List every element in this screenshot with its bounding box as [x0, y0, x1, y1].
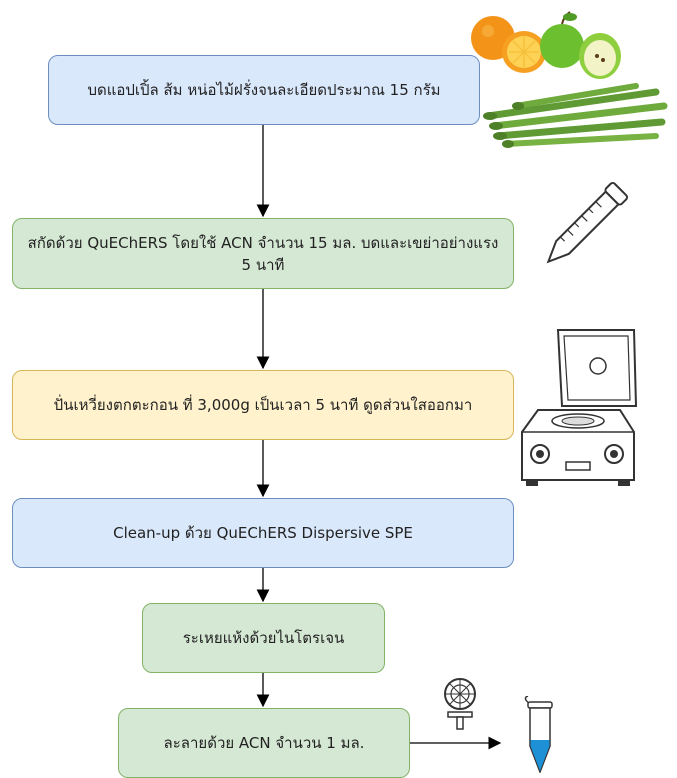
syringe-filter-illustration: [444, 678, 476, 730]
centrifuge-machine-illustration: [521, 329, 638, 486]
step-6-box: ละลายด้วย ACN จำนวน 1 มล.: [118, 708, 410, 778]
fruit-and-asparagus-illustration: [471, 11, 668, 148]
microcentrifuge-tube-illustration: [524, 696, 553, 773]
step-4-text: Clean-up ด้วย QuEChERS Dispersive SPE: [113, 524, 413, 542]
step-5-box: ระเหยแห้งด้วยไนโตรเจน: [142, 603, 385, 673]
step-6-text: ละลายด้วย ACN จำนวน 1 มล.: [163, 734, 365, 752]
step-2-box: สกัดด้วย QuEChERS โดยใช้ ACN จำนวน 15 มล…: [12, 218, 514, 289]
step-1-box: บดแอปเปิ้ล ส้ม หน่อไม้ฝรั่งจนละเอียดประม…: [48, 55, 480, 125]
step-3-box: ปั่นเหวี่ยงตกตะกอน ที่ 3,000g เป็นเวลา 5…: [12, 370, 514, 440]
step-2-text: สกัดด้วย QuEChERS โดยใช้ ACN จำนวน 15 มล…: [27, 233, 499, 274]
step-1-text: บดแอปเปิ้ล ส้ม หน่อไม้ฝรั่งจนละเอียดประม…: [87, 81, 441, 99]
step-5-text: ระเหยแห้งด้วยไนโตรเจน: [182, 629, 345, 647]
centrifuge-tube-illustration: [546, 181, 629, 264]
step-3-text: ปั่นเหวี่ยงตกตะกอน ที่ 3,000g เป็นเวลา 5…: [53, 396, 473, 414]
step-4-box: Clean-up ด้วย QuEChERS Dispersive SPE: [12, 498, 514, 568]
